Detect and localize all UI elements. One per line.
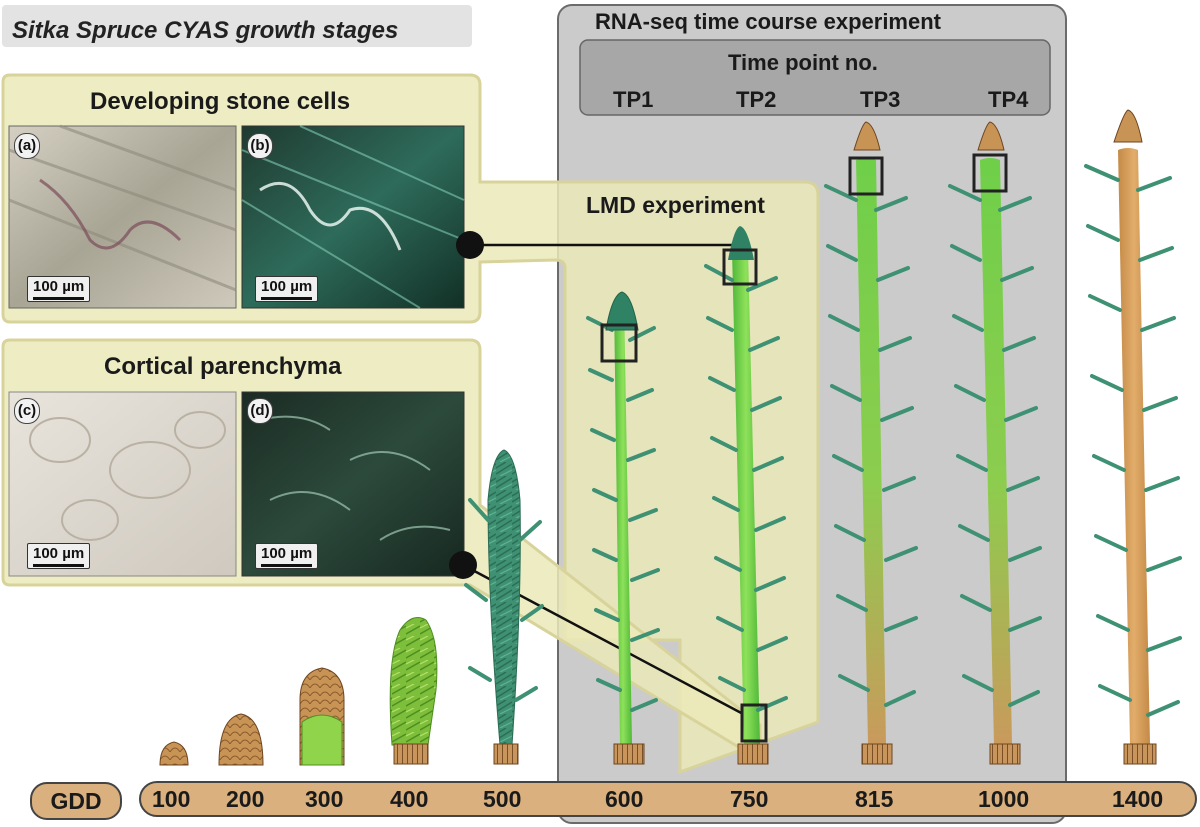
scale-bar-a-text: 100 µm xyxy=(33,278,85,295)
stage-300-bud xyxy=(299,667,345,766)
gdd-value-400: 400 xyxy=(390,786,429,812)
scale-bar-d-text: 100 µm xyxy=(261,545,313,562)
gdd-label: GDD xyxy=(50,788,102,814)
time-point-header-box xyxy=(579,39,1051,116)
stone-cells-label: Developing stone cells xyxy=(90,88,351,115)
gdd-value-750: 750 xyxy=(730,786,769,812)
stage-750-shoot xyxy=(704,226,788,765)
scale-bar-b-text: 100 µm xyxy=(261,278,313,295)
micrograph-a xyxy=(8,124,237,309)
rna-seq-label: RNA-seq time course experiment xyxy=(595,9,941,34)
lmd-label: LMD experiment xyxy=(586,192,765,218)
lmd-box-750-bottom xyxy=(740,703,768,743)
gdd-value-200: 200 xyxy=(226,786,265,812)
gdd-label-box: GDD xyxy=(30,782,122,820)
time-point-label: Time point no. xyxy=(728,50,878,75)
lmd-box-1000 xyxy=(972,153,1008,193)
figure-title: Sitka Spruce CYAS growth stages xyxy=(12,17,399,44)
panel-c-letter: (c) xyxy=(14,398,40,424)
gdd-bar xyxy=(139,781,1197,817)
scale-bar-c: 100 µm xyxy=(27,543,91,569)
connector-dot-stone xyxy=(456,231,484,259)
stage-1000-shoot xyxy=(948,121,1042,765)
cortical-label: Cortical parenchyma xyxy=(104,353,342,380)
stage-200-bud xyxy=(218,713,264,766)
tp4-label: TP4 xyxy=(988,87,1029,112)
stage-815-shoot xyxy=(824,121,918,765)
gdd-value-1000: 1000 xyxy=(978,786,1030,812)
stage-400-shoot xyxy=(389,617,438,765)
stage-100-bud xyxy=(159,741,189,766)
scale-bar-b: 100 µm xyxy=(255,276,319,302)
scale-bar-a: 100 µm xyxy=(27,276,91,302)
lmd-box-750-top xyxy=(722,248,758,286)
panel-b-letter: (b) xyxy=(247,133,273,159)
gdd-value-815: 815 xyxy=(855,786,894,812)
gdd-value-500: 500 xyxy=(483,786,522,812)
gdd-value-1400: 1400 xyxy=(1112,786,1164,812)
stage-600-shoot xyxy=(586,291,660,765)
stage-500-shoot xyxy=(464,449,544,765)
gdd-value-600: 600 xyxy=(605,786,644,812)
panel-d-letter: (d) xyxy=(247,398,273,424)
connector-dot-cortical xyxy=(449,551,477,579)
tp2-label: TP2 xyxy=(736,87,777,112)
tp3-label: TP3 xyxy=(860,87,901,112)
lmd-box-600 xyxy=(600,323,638,363)
lmd-box-815 xyxy=(848,156,884,196)
gdd-value-100: 100 xyxy=(152,786,191,812)
stage-1400-shoot xyxy=(1084,109,1182,765)
title-box: Sitka Spruce CYAS growth stages xyxy=(2,5,472,47)
panel-a-letter: (a) xyxy=(14,133,40,159)
scale-bar-d: 100 µm xyxy=(255,543,319,569)
gdd-value-300: 300 xyxy=(305,786,344,812)
scale-bar-c-text: 100 µm xyxy=(33,545,85,562)
tp1-label: TP1 xyxy=(613,87,654,112)
